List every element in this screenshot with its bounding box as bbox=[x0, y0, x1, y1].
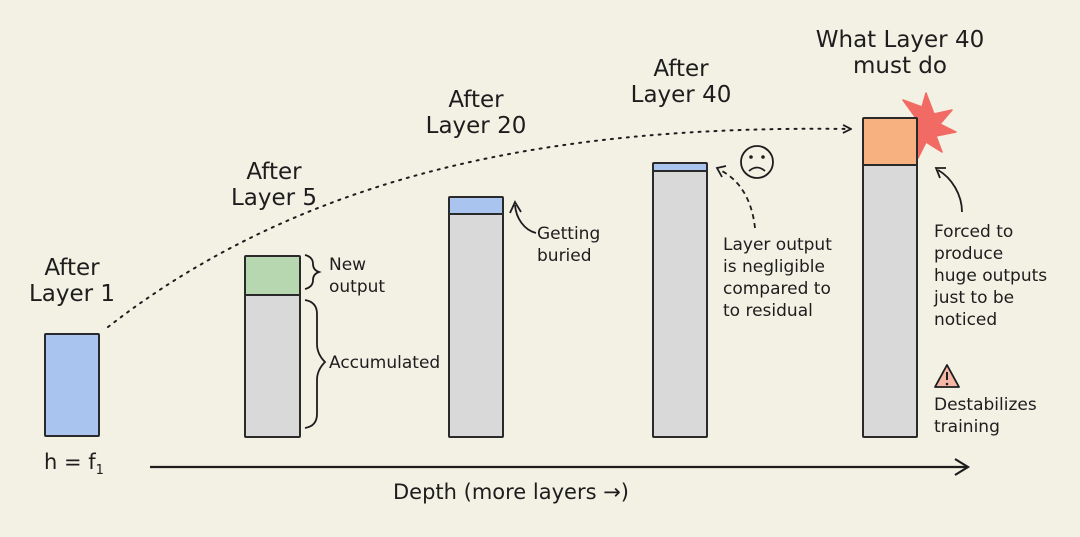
new-output-segment bbox=[246, 257, 299, 296]
negligible-arrow bbox=[719, 169, 756, 229]
burst-icon bbox=[902, 92, 957, 159]
sad-face-icon bbox=[740, 145, 774, 179]
accumulated-label: Accumulated bbox=[329, 353, 441, 373]
heading-layer-5: After Layer 5 bbox=[230, 159, 318, 212]
new-output-label: New output bbox=[329, 255, 386, 298]
bar-layer-20 bbox=[448, 196, 504, 438]
layer-40-output-segment bbox=[654, 164, 706, 172]
bar-layer-40 bbox=[652, 162, 708, 438]
depth-axis-label: Depth (more layers →) bbox=[393, 480, 629, 504]
heading-layer-20: After Layer 20 bbox=[425, 87, 527, 140]
negligible-label: Layer output is negligible compared to t… bbox=[723, 235, 832, 322]
bar-layer-5 bbox=[244, 255, 301, 438]
bar-layer-1 bbox=[44, 333, 100, 437]
forced-label: Forced to produce huge outputs just to b… bbox=[934, 222, 1048, 331]
formula-base: h = f bbox=[44, 450, 96, 474]
dotted-growth-arrow bbox=[107, 129, 850, 328]
heading-layer-40: After Layer 40 bbox=[630, 56, 732, 109]
accumulated-brace bbox=[304, 299, 327, 429]
forced-arrow bbox=[937, 169, 963, 213]
bar-what-layer-40-must-do bbox=[862, 117, 918, 438]
layer-20-output-segment bbox=[450, 198, 502, 215]
new-output-brace bbox=[304, 254, 322, 290]
formula-subscript: 1 bbox=[95, 463, 104, 479]
getting-buried-label: Getting buried bbox=[537, 224, 601, 267]
destabilizes-label: Destabilizes training bbox=[934, 395, 1037, 438]
getting-buried-arrow bbox=[514, 204, 537, 234]
heading-layer-1: After Layer 1 bbox=[28, 255, 116, 308]
formula-label: h = f1 bbox=[44, 450, 104, 479]
warning-icon bbox=[934, 364, 960, 388]
huge-output-segment bbox=[864, 119, 916, 166]
heading-what-layer-40-must-do: What Layer 40 must do bbox=[815, 27, 985, 80]
